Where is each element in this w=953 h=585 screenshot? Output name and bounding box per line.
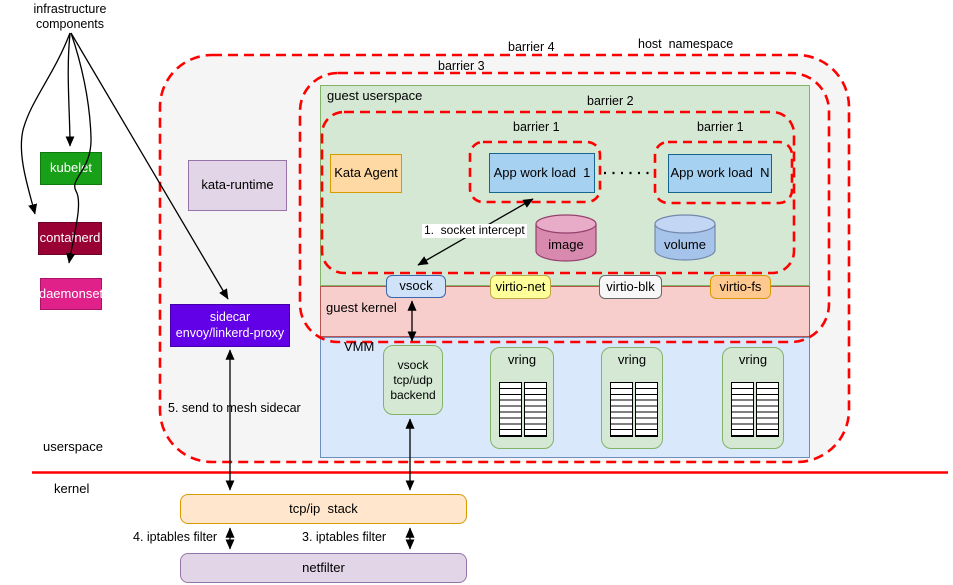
virtio-blk-node: virtio-blk [599, 275, 662, 299]
vring-queue-table [610, 382, 633, 437]
barrier1-right-rect [653, 140, 794, 205]
arrow-infra-to-daemonset [66, 32, 92, 264]
app-workload-1-label: App work load 1 [493, 164, 591, 180]
volume-cylinder: volume [653, 213, 717, 262]
image-cylinder-icon [535, 214, 597, 262]
arrow-infra-to-kubelet [65, 33, 75, 147]
barrier1-right-label: barrier 1 [697, 120, 744, 134]
vsock-backend-node: vsock tcp/udp backend [383, 345, 443, 415]
tcpip-stack-label: tcp/ip stack [289, 500, 358, 516]
sidecar-label-line2: envoy/linkerd-proxy [175, 325, 285, 340]
virtio-blk-label: virtio-blk [606, 278, 655, 294]
vsock-device-node: vsock [386, 275, 446, 298]
image-cylinder: image [534, 213, 598, 263]
vsock-device-label: vsock [399, 278, 433, 294]
userspace-label: userspace [43, 439, 103, 454]
daemonset-label: daemonset [38, 285, 104, 301]
tcpip-stack-node: tcp/ip stack [180, 494, 467, 524]
netfilter-node: netfilter [180, 553, 467, 583]
infra-label-line2: components [35, 17, 105, 31]
vring-label: vring [738, 352, 768, 367]
kata-runtime-node: kata-runtime [188, 160, 287, 211]
vring-node-1: vring [490, 347, 554, 449]
app-workload-1-node: App work load 1 [489, 153, 595, 193]
kata-agent-node: Kata Agent [330, 154, 402, 193]
daemonset-node: daemonset [38, 278, 104, 310]
vring-queue-table [635, 382, 658, 437]
image-label: image [548, 237, 584, 252]
volume-cylinder-icon [654, 214, 716, 261]
infra-label-line1: infrastructure [33, 2, 107, 16]
virtio-fs-node: virtio-fs [710, 275, 771, 299]
vmm-label: VMM [344, 339, 375, 354]
kernel-label: kernel [54, 481, 90, 496]
app-workload-n-label: App work load N [670, 165, 770, 181]
infrastructure-components-label: infrastructure components [10, 2, 130, 32]
barrier3-label: barrier 3 [438, 59, 485, 73]
barrier4-label: barrier 4 [508, 40, 555, 54]
barrier4-rect [158, 53, 851, 464]
barrier1-left-rect [468, 140, 602, 204]
vring-label: vring [507, 352, 537, 367]
vring-queue-table [756, 382, 779, 437]
vsock-backend-label-line1: vsock [397, 357, 429, 372]
arrow-infra-to-sidecar [70, 32, 229, 300]
virtio-net-label: virtio-net [495, 278, 546, 294]
sidecar-label-line1: sidecar [209, 309, 251, 324]
netfilter-label: netfilter [302, 559, 345, 575]
vring-queue-table [499, 382, 522, 437]
app-workload-n-node: App work load N [668, 154, 772, 193]
virtio-fs-label: virtio-fs [719, 278, 762, 294]
containerd-node: containerd [38, 222, 102, 255]
barrier2-rect [320, 110, 796, 275]
host-namespace-label: host namespace [638, 37, 734, 51]
vring-queue-table [731, 382, 754, 437]
virtio-net-node: virtio-net [490, 275, 551, 299]
guest-userspace-label: guest userspace [327, 88, 423, 103]
vring-queue-table [524, 382, 547, 437]
arrow-infra-to-containerd [20, 32, 71, 215]
kata-runtime-label: kata-runtime [201, 177, 274, 193]
vsock-backend-label-line2: tcp/udp [393, 372, 433, 387]
vring-node-2: vring [601, 347, 663, 449]
send-to-mesh-sidecar-label: 5. send to mesh sidecar [168, 401, 301, 415]
iptables-filter-3-label: 3. iptables filter [302, 530, 387, 544]
iptables-filter-4-label: 4. iptables filter [133, 530, 218, 544]
socket-intercept-label: 1. socket intercept [422, 223, 527, 238]
vring-label: vring [617, 352, 647, 367]
volume-label: volume [664, 237, 706, 252]
vsock-backend-label-line3: backend [390, 387, 436, 402]
barrier3-rect [298, 71, 831, 344]
vring-node-3: vring [722, 347, 784, 449]
barrier2-label: barrier 2 [587, 94, 634, 108]
kubelet-node: kubelet [40, 152, 102, 185]
guest-kernel-label: guest kernel [326, 300, 397, 315]
barrier1-left-label: barrier 1 [513, 120, 560, 134]
sidecar-proxy-node: sidecar envoy/linkerd-proxy [170, 304, 290, 347]
containerd-label: containerd [39, 230, 101, 246]
kata-agent-label: Kata Agent [334, 165, 398, 181]
